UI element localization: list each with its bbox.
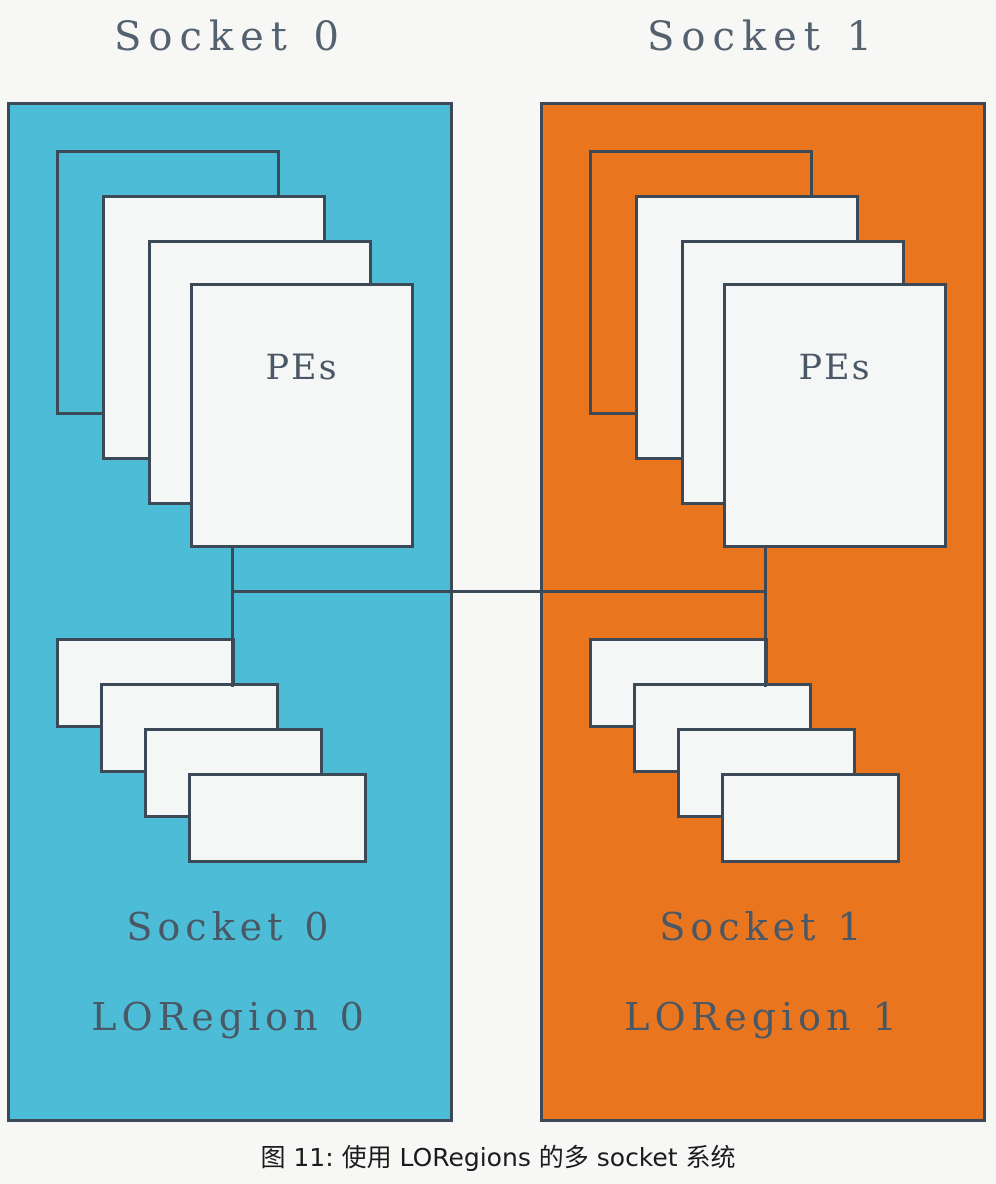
socket-title-0: Socket 0: [113, 14, 347, 60]
pes-card-front: PEs: [190, 283, 414, 548]
socket-panel-label-1-line2: LORegion 1: [624, 995, 902, 1039]
socket-title-1: Socket 1: [646, 14, 880, 60]
socket-panel-label-0-line1: Socket 0: [126, 905, 334, 949]
connector-inter-socket-link: [231, 590, 767, 593]
pes-label-1: PEs: [798, 348, 872, 388]
memory-card-front: [188, 773, 367, 863]
memory-card-front: [721, 773, 900, 863]
connector-vertical-socket-1: [764, 545, 767, 687]
pes-stack-1: PEs: [589, 150, 949, 550]
socket-panel-label-0-line2: LORegion 0: [91, 995, 369, 1039]
pes-label-0: PEs: [265, 348, 339, 388]
socket-panel-label-1-line1: Socket 1: [659, 905, 867, 949]
pes-card-front: PEs: [723, 283, 947, 548]
figure-caption: 图 11: 使用 LORegions 的多 socket 系统: [260, 1143, 736, 1172]
pes-stack-0: PEs: [56, 150, 416, 550]
memory-stack-1: [589, 638, 959, 878]
connector-vertical-socket-0: [231, 545, 234, 687]
memory-stack-0: [56, 638, 426, 878]
socket-panel-1[interactable]: PEs Socket 1 LORegion 1: [540, 102, 986, 1122]
socket-panel-0[interactable]: PEs Socket 0 LORegion 0: [7, 102, 453, 1122]
